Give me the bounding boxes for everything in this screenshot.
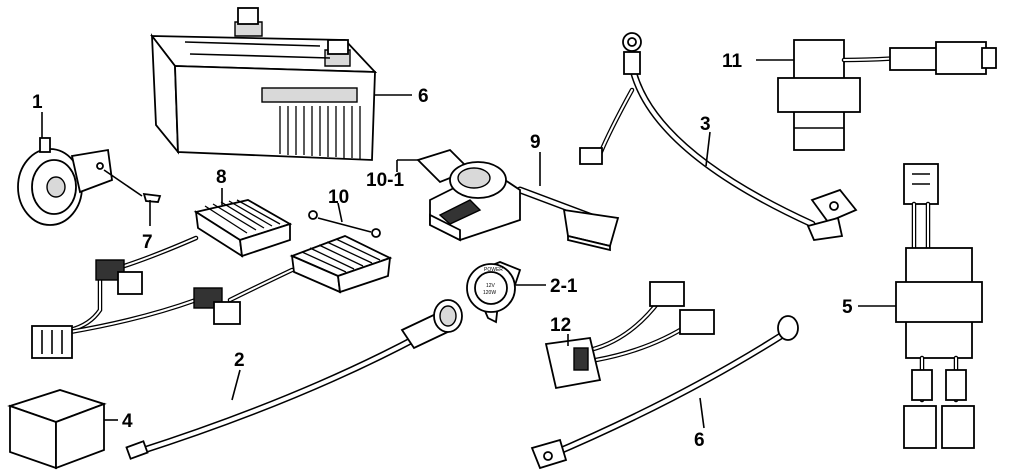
socket-cable: [125, 299, 463, 460]
callout-8: 7: [142, 232, 153, 253]
regulator-set: [289, 202, 393, 294]
battery-cable: [530, 315, 799, 470]
relay-12: [756, 39, 997, 151]
callout-10-1: 10-1: [366, 170, 404, 191]
battery: [150, 7, 412, 161]
callout-11: 10: [328, 187, 349, 208]
callout-1: 1: [32, 92, 43, 113]
callout-6: 6: [694, 430, 705, 451]
callout-4: 3: [700, 114, 711, 135]
cap-spec-2: 120W: [483, 290, 496, 296]
callout-14: 12: [550, 315, 571, 336]
regulator-harness: [31, 235, 295, 359]
battery-ribs: [279, 106, 361, 159]
ground-cable: [579, 32, 858, 241]
callout-2: 2: [234, 350, 245, 371]
callout-3: 5: [842, 297, 853, 318]
regulator: [193, 188, 293, 258]
control-box: [7, 389, 118, 470]
callout-9: 8: [216, 167, 227, 188]
socket-cap: POWER 12V 120W: [466, 261, 546, 324]
callout-12: 11: [722, 51, 743, 72]
callout-7: 6: [418, 86, 429, 107]
cap-spec-1: 12V: [486, 283, 496, 289]
callout-2-1: 2-1: [550, 276, 578, 297]
cap-ring-text: POWER: [484, 267, 503, 273]
sub-harness: [544, 281, 715, 390]
callout-5: 4: [122, 411, 133, 432]
screw: [103, 169, 162, 226]
relay-holder: [396, 148, 620, 252]
callout-10: 9: [530, 132, 541, 153]
horn: [17, 112, 113, 226]
relay-3: [858, 163, 983, 449]
